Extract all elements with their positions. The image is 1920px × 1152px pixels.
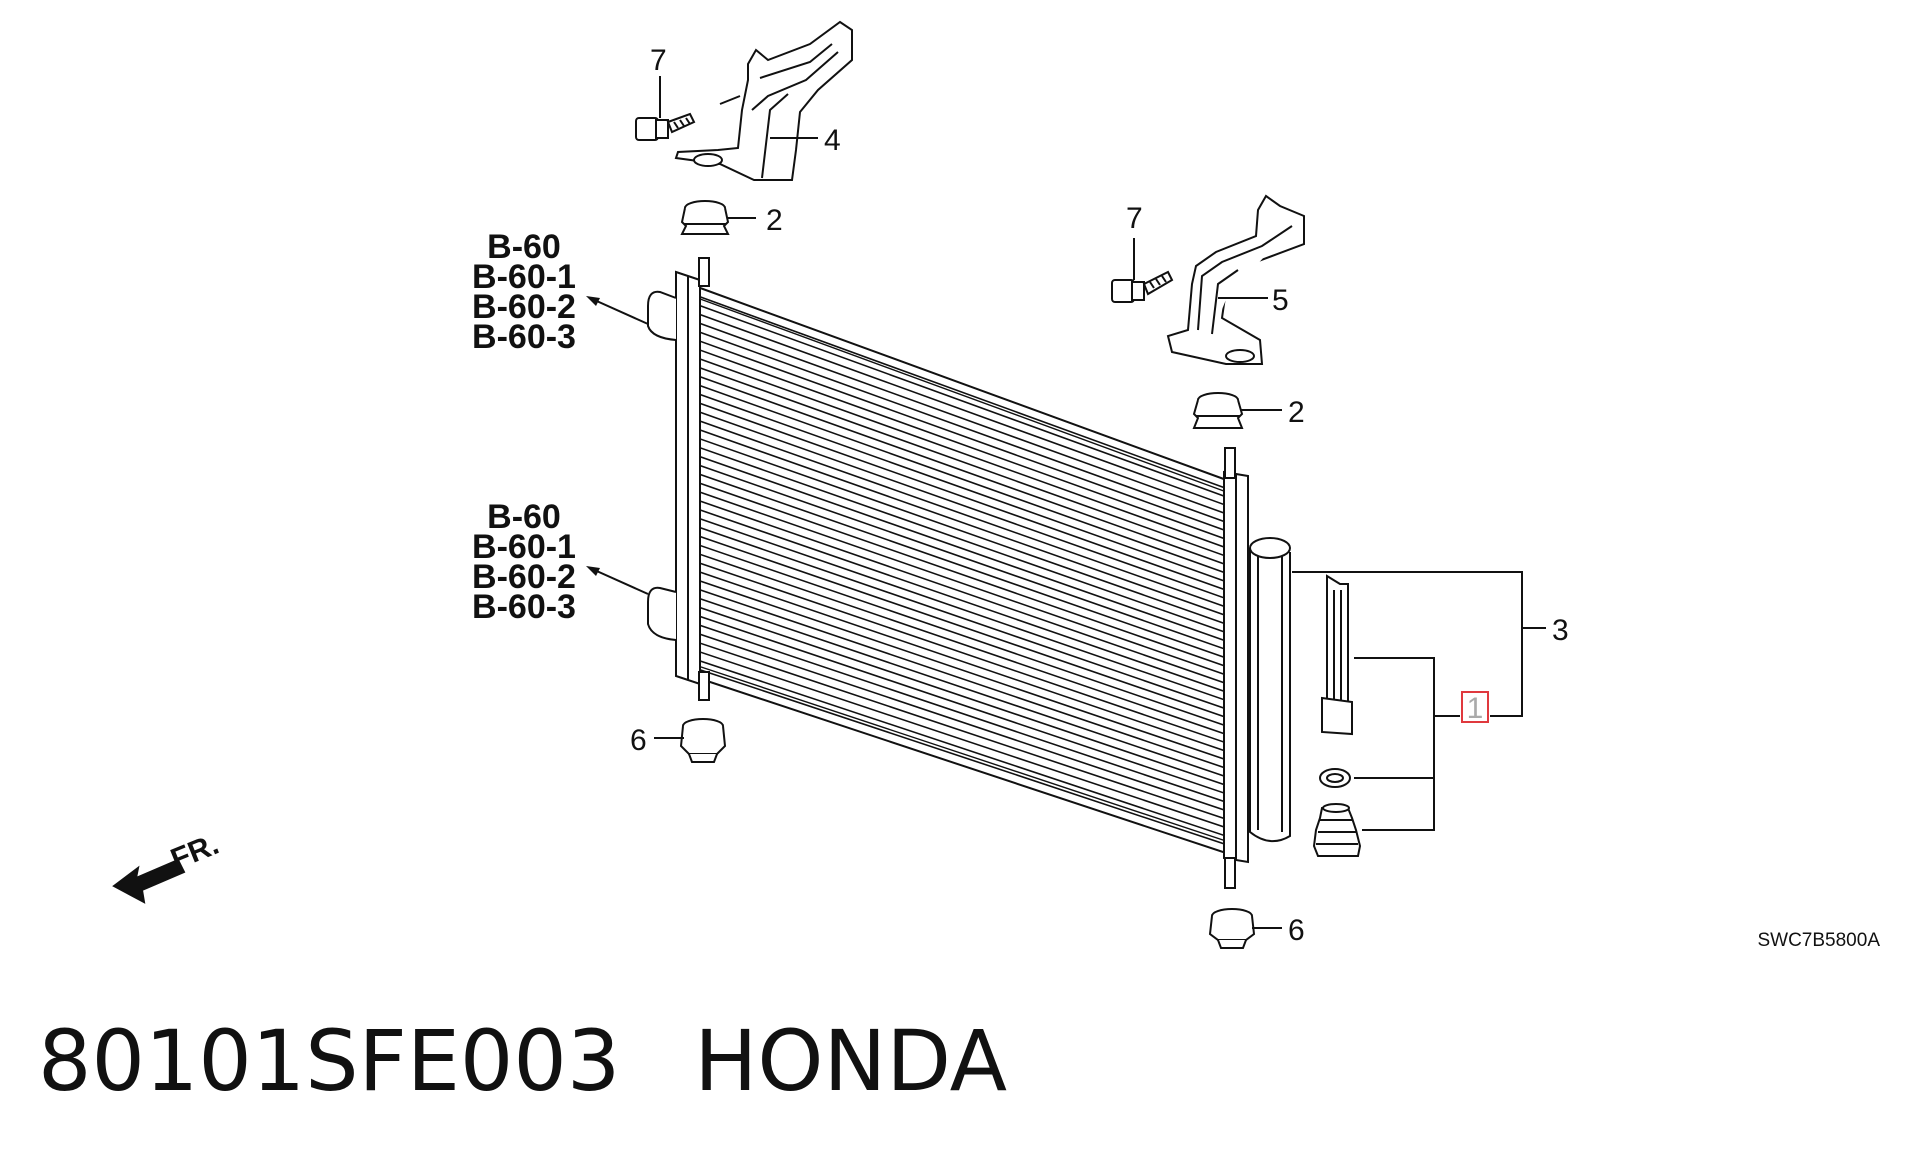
part-caption: 80101SFE003 HONDA <box>38 1012 1007 1122</box>
condenser-fin <box>692 399 1232 593</box>
condenser-fin <box>692 337 1232 534</box>
condenser-fin <box>692 461 1232 653</box>
condenser-fin <box>692 604 1232 788</box>
condenser-fin <box>692 657 1232 839</box>
condenser-fin <box>692 364 1232 560</box>
bracket-upper-left <box>674 20 853 181</box>
condenser-fin <box>692 470 1232 661</box>
condenser-fin <box>692 621 1232 805</box>
callout-7-left[interactable]: 7 <box>650 44 667 77</box>
condenser-fin <box>692 533 1232 721</box>
condenser-fin <box>692 613 1232 797</box>
condenser-fin <box>692 639 1232 822</box>
callout-1[interactable]: 1 <box>1467 692 1484 725</box>
bolt-upper-left <box>635 112 696 141</box>
condenser-fin <box>692 595 1232 780</box>
leader-lines <box>589 76 1546 929</box>
reference-link[interactable]: B-60-1 <box>472 258 576 296</box>
condenser-fin <box>692 479 1232 670</box>
callout-6-left[interactable]: 6 <box>630 724 647 757</box>
reference-link[interactable]: B-60-3 <box>472 588 576 626</box>
condenser-fin <box>692 550 1232 738</box>
condenser-fin <box>692 373 1232 568</box>
front-arrow-icon: FR. <box>112 828 223 904</box>
condenser-fin <box>692 302 1232 500</box>
condenser-fin <box>692 310 1232 509</box>
condenser-fin <box>692 390 1232 585</box>
condenser-core <box>691 283 1233 857</box>
reference-link[interactable]: B-60-2 <box>472 558 576 596</box>
condenser-fin <box>692 408 1232 602</box>
condenser-fin <box>692 293 1232 492</box>
reference-link[interactable]: B-60-1 <box>472 528 576 566</box>
reference-group-lower: B-60 B-60-1 B-60-2 B-60-3 <box>472 498 576 626</box>
condenser-fin <box>692 426 1232 619</box>
condenser-fin <box>692 648 1232 831</box>
callout-2-right[interactable]: 2 <box>1288 396 1305 429</box>
condenser-fin <box>692 381 1232 577</box>
callout-2-left[interactable]: 2 <box>766 204 783 237</box>
front-indicator-label: FR. <box>166 828 223 877</box>
condenser-fin <box>692 346 1232 543</box>
receiver-dryer <box>1249 537 1291 843</box>
o-ring <box>1319 768 1351 788</box>
condenser-fin <box>692 319 1232 517</box>
mount-lower-left <box>679 718 727 763</box>
brand-name: HONDA <box>694 1012 1008 1110</box>
bracket-upper-right <box>1166 194 1305 365</box>
bolt-upper-right <box>1111 270 1174 303</box>
condenser-fin <box>692 506 1232 695</box>
condenser-fin <box>692 559 1232 746</box>
diagram-code: SWC7B5800A <box>1757 930 1880 951</box>
condenser-fin <box>692 586 1232 771</box>
callout-6-right[interactable]: 6 <box>1288 914 1305 947</box>
condenser-fin <box>692 417 1232 610</box>
reference-link[interactable]: B-60 <box>487 228 561 266</box>
condenser-fin <box>692 355 1232 551</box>
reference-group-upper: B-60 B-60-1 B-60-2 B-60-3 <box>472 228 576 356</box>
grommet-upper-left <box>680 200 730 235</box>
desiccant-filter <box>1321 574 1353 736</box>
reference-arrowheads <box>586 296 600 576</box>
condenser-right-tank <box>1223 447 1249 889</box>
reference-link[interactable]: B-60 <box>487 498 561 536</box>
condenser-fin <box>692 630 1232 814</box>
reference-link[interactable]: B-60-2 <box>472 288 576 326</box>
part-number: 80101SFE003 <box>38 1012 621 1110</box>
condenser-fin <box>692 515 1232 704</box>
highlight-box-part-1 <box>1461 691 1489 723</box>
condenser-fin <box>692 666 1232 848</box>
callout-7-right[interactable]: 7 <box>1126 202 1143 235</box>
condenser-fin <box>692 541 1232 729</box>
mount-lower-right <box>1208 908 1256 949</box>
condenser-exploded-view: FR. 1 2 2 3 4 5 <box>112 20 1880 951</box>
condenser-fin <box>692 435 1232 627</box>
grommet-upper-right <box>1192 392 1244 429</box>
condenser-fin <box>692 328 1232 526</box>
condenser-fin <box>692 453 1232 644</box>
condenser-left-tank <box>647 257 710 701</box>
condenser-fin <box>692 488 1232 678</box>
condenser-fin <box>692 497 1232 687</box>
callout-5[interactable]: 5 <box>1272 284 1289 317</box>
receiver-cap <box>1312 803 1362 857</box>
reference-link[interactable]: B-60-3 <box>472 318 576 356</box>
callout-3[interactable]: 3 <box>1552 614 1569 647</box>
callout-4[interactable]: 4 <box>824 124 841 157</box>
condenser-fin <box>692 444 1232 636</box>
condenser-fin <box>692 524 1232 712</box>
condenser-fin <box>692 568 1232 755</box>
condenser-fin <box>692 577 1232 763</box>
